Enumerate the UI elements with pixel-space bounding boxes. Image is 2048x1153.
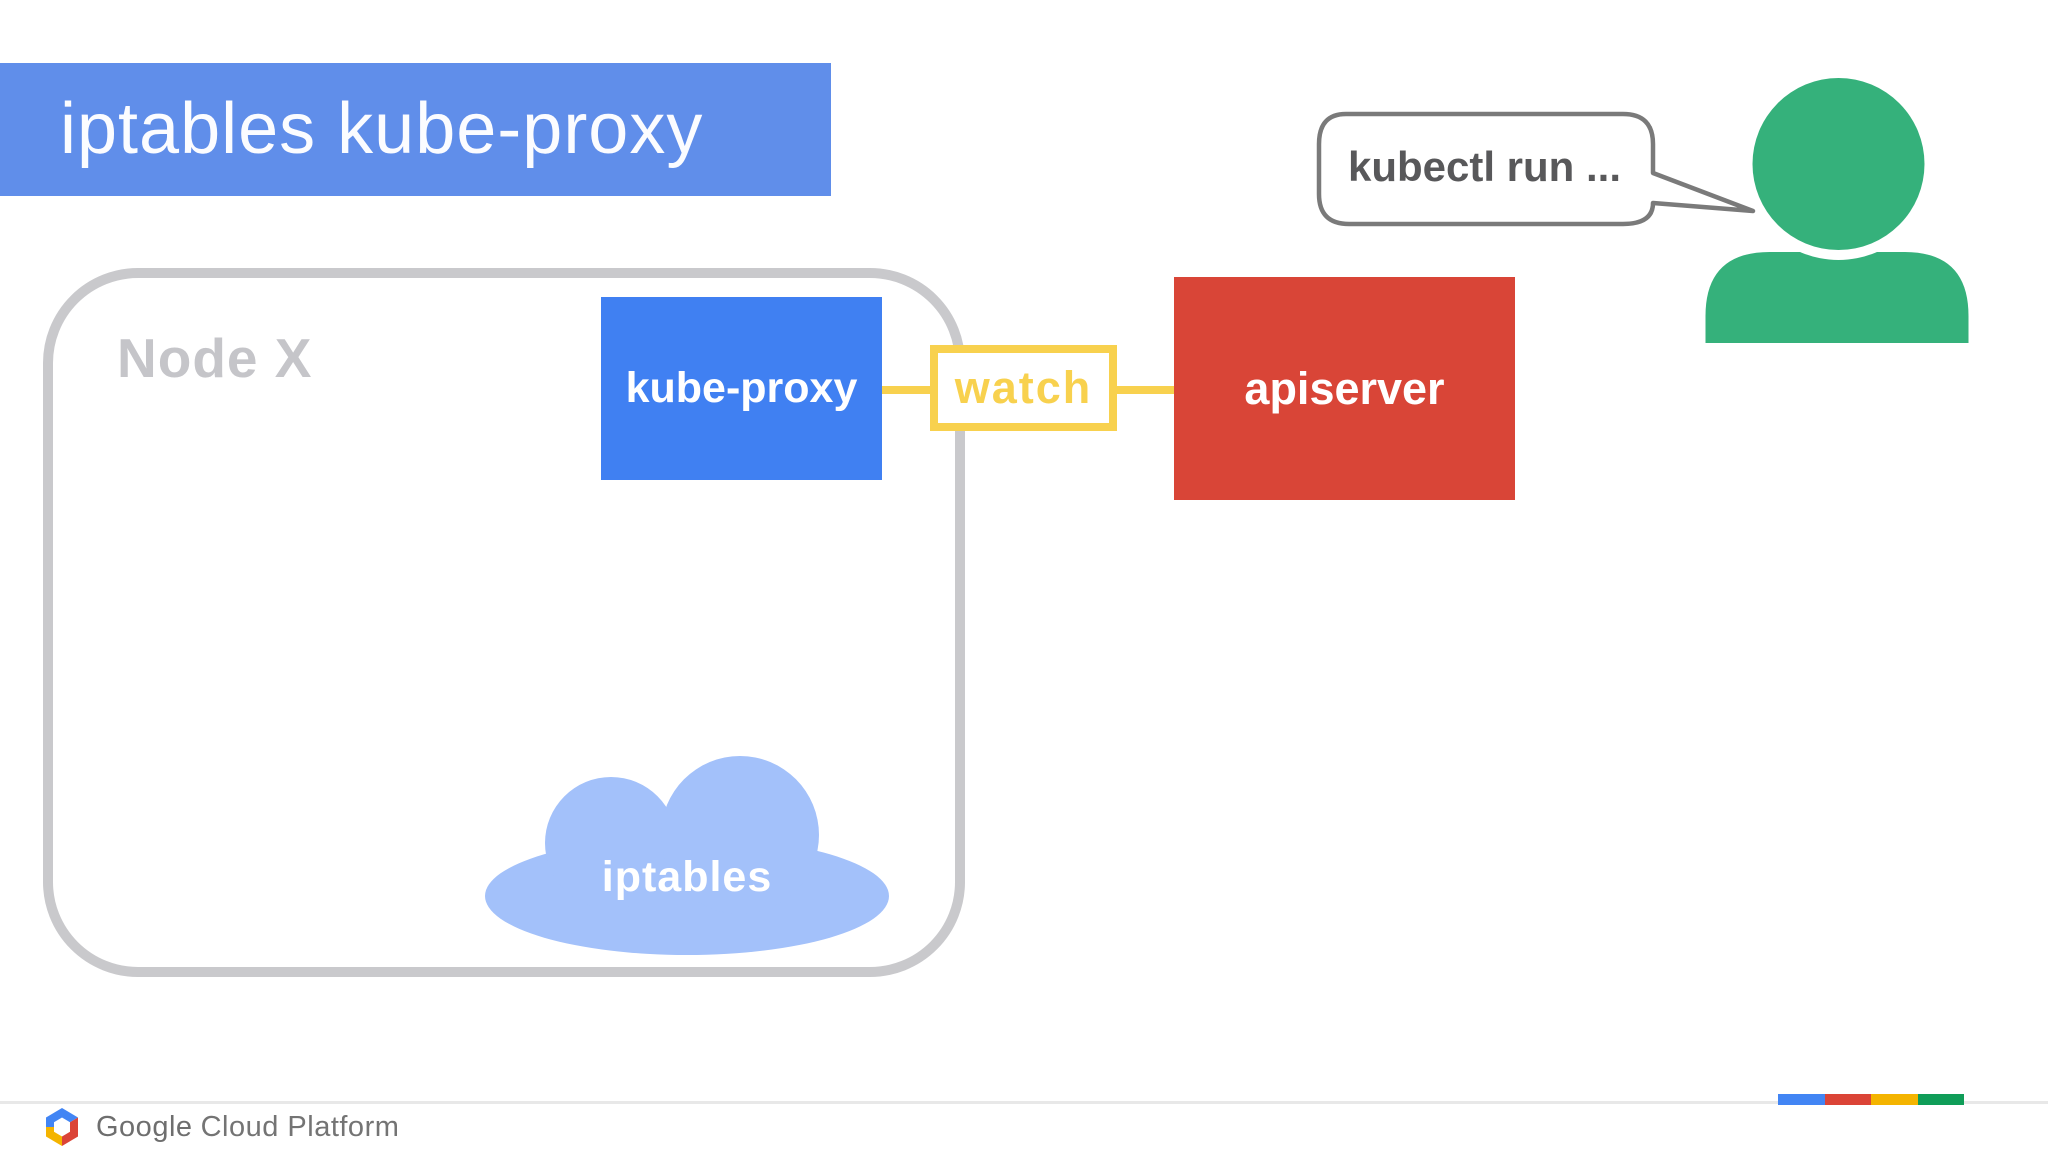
apiserver-box: apiserver	[1174, 277, 1515, 500]
speech-bubble-icon	[1316, 111, 1756, 227]
brand-bars	[1778, 1094, 1964, 1105]
gcp-wordmark-cloud-platform: Cloud Platform	[200, 1110, 400, 1143]
gcp-hexagon-icon	[46, 1108, 78, 1146]
user-icon	[1705, 68, 1969, 343]
cloud-icon	[485, 756, 889, 955]
connector-kubeproxy-watch	[881, 386, 930, 394]
footer-divider	[0, 1101, 2048, 1104]
page-title: iptables kube-proxy	[60, 89, 704, 169]
watch-label: watch	[954, 362, 1093, 413]
apiserver-label: apiserver	[1244, 362, 1445, 414]
iptables-label: iptables	[601, 853, 773, 901]
iptables-cloud: iptables	[483, 755, 891, 955]
node-container	[43, 268, 965, 977]
gcp-wordmark: Google Cloud Platform	[96, 1111, 399, 1144]
bubble-text: kubectl run ...	[1347, 143, 1622, 190]
node-label: Node X	[117, 327, 313, 389]
connector-watch-apiserver	[1117, 386, 1174, 394]
speech-bubble: kubectl run ...	[1316, 111, 1766, 231]
watch-box: watch	[930, 345, 1117, 431]
brand-bar-blue	[1778, 1094, 1825, 1105]
kube-proxy-box: kube-proxy	[601, 297, 882, 480]
person-icon	[1705, 68, 1969, 343]
gcp-wordmark-google: Google	[96, 1110, 193, 1143]
gcp-logo: Google Cloud Platform	[42, 1104, 399, 1150]
brand-bar-green	[1917, 1094, 1964, 1105]
brand-bar-yellow	[1871, 1094, 1918, 1105]
title-banner: iptables kube-proxy	[0, 63, 831, 196]
brand-bar-red	[1824, 1094, 1871, 1105]
kube-proxy-label: kube-proxy	[625, 364, 858, 412]
